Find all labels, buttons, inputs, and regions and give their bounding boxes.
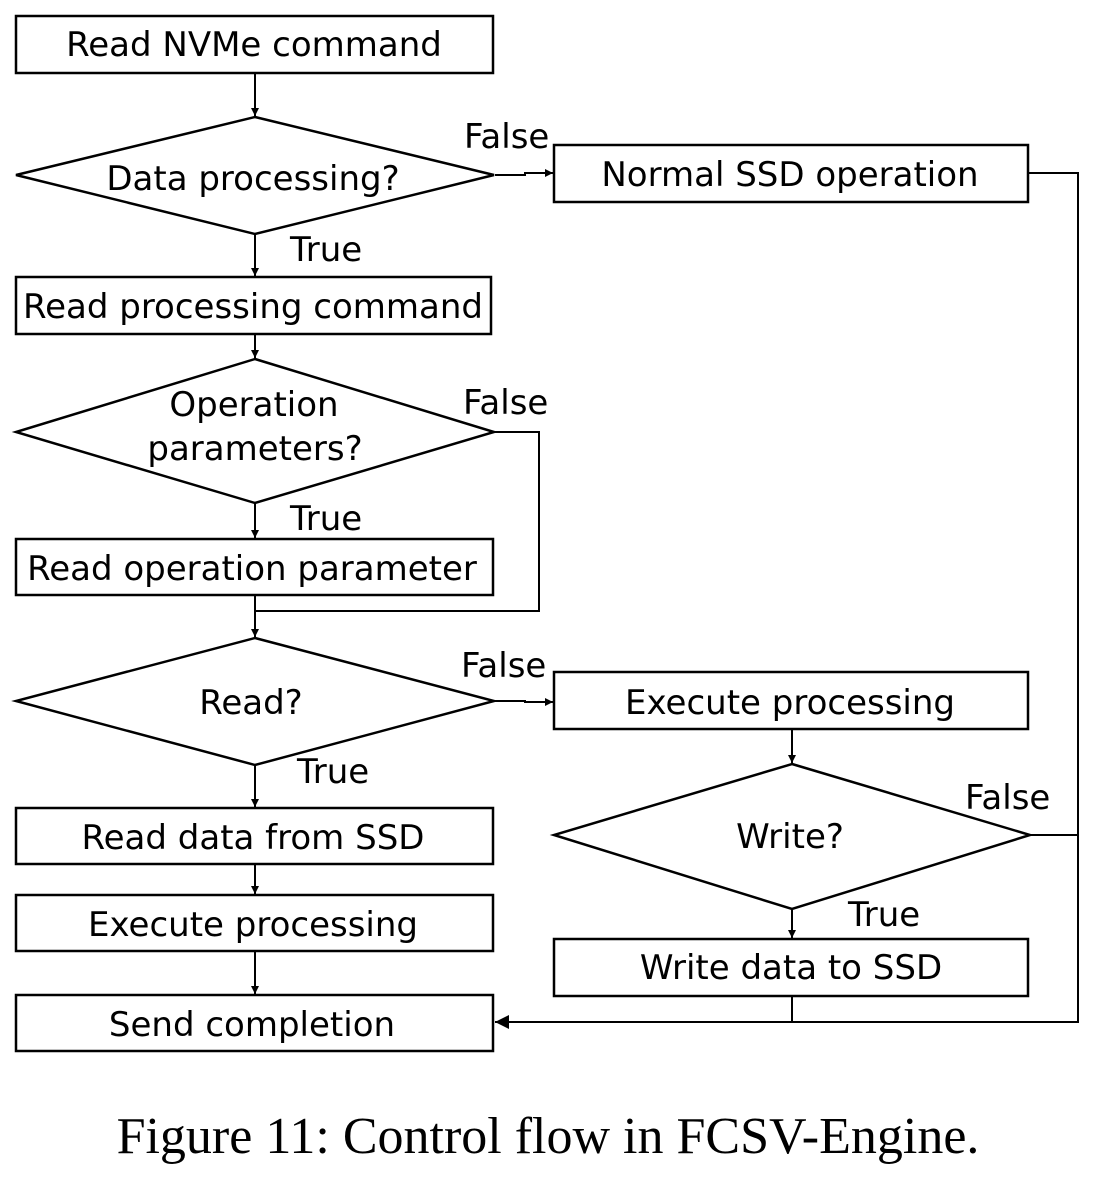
edge-label-read-false: False [461, 646, 546, 686]
decision-operation-parameters-line1: Operation [169, 385, 338, 425]
arrow-opparams-false [255, 431, 540, 612]
decision-write: Write? [549, 762, 1035, 911]
arrow-read-false [495, 698, 553, 706]
decision-read-label: Read? [199, 683, 302, 723]
node-execute-processing-right: Execute processing [552, 670, 1030, 731]
control-flow-diagram: Read NVMe command Normal SSD operation R… [11, 14, 1079, 1053]
node-read-operation-parameter-label: Read operation parameter [27, 549, 477, 589]
decision-operation-parameters: Operation parameters? [11, 357, 499, 505]
decision-write-label: Write? [736, 817, 844, 857]
edge-label-write-false: False [965, 778, 1050, 818]
node-normal-ssd-label: Normal SSD operation [601, 155, 978, 195]
edge-label-opparams-true: True [289, 499, 362, 539]
node-execute-processing-left: Execute processing [14, 893, 495, 953]
arrow-dataproc-false [495, 169, 553, 177]
decision-data-processing-label: Data processing? [106, 159, 399, 199]
decision-read: Read? [11, 636, 499, 767]
node-send-completion-label: Send completion [109, 1005, 395, 1045]
node-send-completion: Send completion [14, 993, 495, 1053]
edge-label-read-true: True [296, 752, 369, 792]
line-normal-ssd-return [495, 172, 1079, 1029]
node-write-data-to-ssd: Write data to SSD [552, 937, 1030, 998]
node-read-operation-parameter: Read operation parameter [14, 537, 495, 597]
decision-data-processing: Data processing? [15, 115, 495, 236]
node-read-processing-command: Read processing command [14, 275, 493, 336]
decision-operation-parameters-line2: parameters? [147, 429, 362, 469]
edge-label-opparams-false: False [463, 383, 548, 423]
node-read-processing-command-label: Read processing command [23, 287, 483, 327]
edge-label-dataproc-false: False [464, 117, 549, 157]
figure-caption: Figure 11: Control flow in FCSV-Engine. [116, 1108, 980, 1165]
connectors [251, 74, 1079, 1029]
node-normal-ssd: Normal SSD operation [552, 143, 1030, 204]
node-read-nvme-label: Read NVMe command [66, 25, 442, 65]
node-read-nvme: Read NVMe command [14, 14, 495, 75]
edge-label-dataproc-true: True [289, 230, 362, 270]
edge-label-write-true: True [847, 895, 920, 935]
node-read-data-from-ssd-label: Read data from SSD [82, 818, 425, 858]
node-write-data-to-ssd-label: Write data to SSD [640, 948, 942, 988]
node-execute-processing-left-label: Execute processing [88, 905, 418, 945]
edge-labels: False True False True False True False T… [289, 117, 1050, 935]
node-read-data-from-ssd: Read data from SSD [14, 806, 495, 866]
node-execute-processing-right-label: Execute processing [625, 683, 955, 723]
